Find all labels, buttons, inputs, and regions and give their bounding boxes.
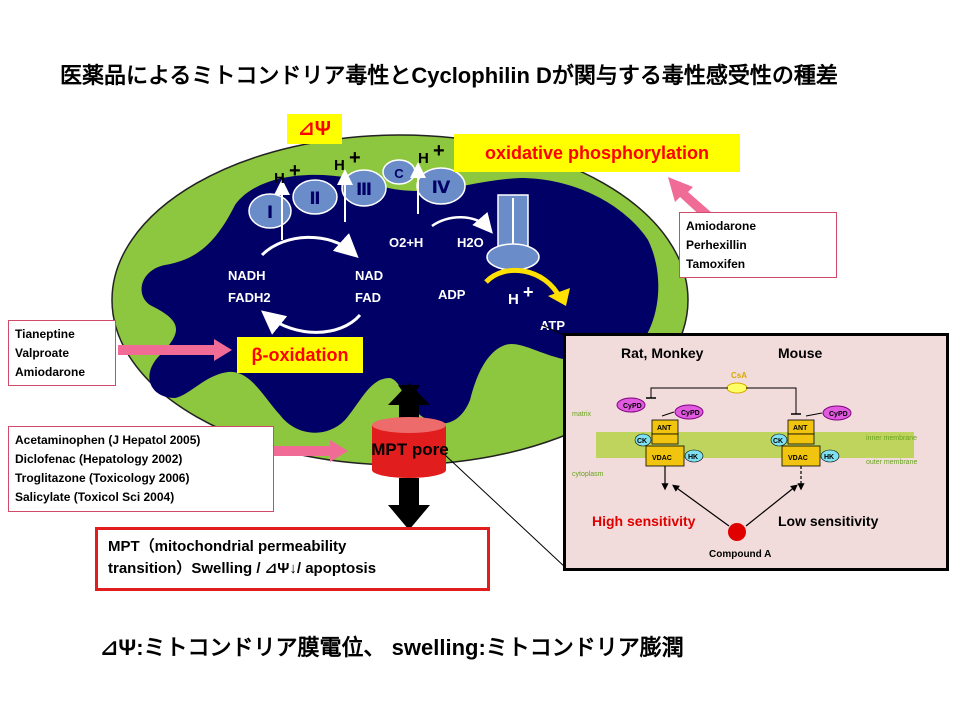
fad-label: FAD <box>355 290 381 305</box>
nadh-arrow-bottom <box>261 310 362 335</box>
ant-label: ANT <box>793 425 808 432</box>
nadh-arrow-top <box>260 233 359 259</box>
cypd-label: CyPD <box>681 410 700 417</box>
ant-right-body <box>787 433 815 445</box>
drug-item: Salicylate (Toxicol Sci 2004) <box>15 490 175 504</box>
mpt-pore-label: MPT pore <box>371 440 449 459</box>
o2-arrow <box>431 212 493 234</box>
drug-item: Diclofenac (Hepatology 2002) <box>15 452 183 466</box>
atp-label: ATP <box>540 318 565 333</box>
inner-membrane-label: inner membrane <box>866 435 917 442</box>
h2o-label: H2O <box>457 235 484 250</box>
drug-item: Amiodarone <box>686 219 757 233</box>
proton-label-3: H <box>418 150 429 167</box>
drug-item: Perhexillin <box>686 238 747 252</box>
ck-label: CK <box>773 438 783 445</box>
proton-plus-3: + <box>433 140 445 162</box>
nadh-label: NADH <box>228 268 266 283</box>
mpt-pore-top <box>372 417 446 433</box>
drug-item: Acetaminophen (J Hepatol 2005) <box>15 433 201 447</box>
outer-membrane-label: outer membrane <box>866 459 917 466</box>
page-title: 医薬品によるミトコンドリア毒性とCyclophilin Dが関与する毒性感受性の… <box>60 63 838 88</box>
hk-label: HK <box>824 454 834 461</box>
ck-label: CK <box>637 438 647 445</box>
nad-label: NAD <box>355 268 383 283</box>
ck-right <box>770 433 788 447</box>
complex-4-label: Ⅳ <box>432 178 451 197</box>
matrix-label: matrix <box>572 411 592 418</box>
species-left: Rat, Monkey <box>621 345 704 361</box>
complex-2 <box>292 179 338 215</box>
drug-item: Tamoxifen <box>686 257 746 271</box>
atp-yellow-arrow <box>484 267 563 300</box>
cypd-label: CyPD <box>829 411 848 418</box>
proton-plus-atp: + <box>523 282 534 302</box>
mpt-outcome-line-1: MPT（mitochondrial permeability <box>108 538 347 555</box>
hk-right <box>820 449 840 463</box>
drug-box-beta-oxidation: Tianeptine Valproate Amiodarone <box>8 320 116 386</box>
csa-oval <box>726 382 748 394</box>
mpt-arrow-down <box>388 478 430 530</box>
complex-1 <box>248 193 292 229</box>
drug-box-mpt: Acetaminophen (J Hepatol 2005) Diclofena… <box>8 426 274 512</box>
adp-label: ADP <box>438 287 466 302</box>
atp-synthase-head <box>486 243 540 271</box>
footer-note: ⊿Ψ:ミトコンドリア膜電位、 swelling:ミトコンドリア膨潤 <box>100 635 684 660</box>
inset-diagram: Rat, Monkey Mouse CsA CyPD CyPD CyPD ANT… <box>572 345 917 560</box>
high-sensitivity-label: High sensitivity <box>592 513 696 529</box>
delta-psi-badge: ⊿Ψ <box>287 114 342 144</box>
cypd-left-2 <box>674 404 704 420</box>
mpt-outcome-line-2: transition）Swelling / ⊿Ψ↓/ apoptosis <box>108 560 377 577</box>
cypd-right <box>822 405 852 421</box>
mpt-outcome-box: MPT（mitochondrial permeability transitio… <box>95 527 490 591</box>
complex-3-label: Ⅲ <box>356 180 372 199</box>
hk-left <box>684 449 704 463</box>
compound-a-label: Compound A <box>709 549 771 560</box>
drug-item: Tianeptine <box>15 327 75 341</box>
oxidative-phosphorylation-label: oxidative phosphorylation <box>454 134 740 172</box>
fadh2-label: FADH2 <box>228 290 271 305</box>
pink-arrow-beta <box>118 339 232 361</box>
csa-label: CsA <box>731 371 747 380</box>
species-difference-inset: Rat, Monkey Mouse CsA CyPD CyPD CyPD ANT… <box>563 333 949 571</box>
cypd-label: CyPD <box>623 403 642 410</box>
drug-box-oxphos: Amiodarone Perhexillin Tamoxifen <box>679 212 837 278</box>
drug-item: Amiodarone <box>15 365 86 379</box>
complex-2-label: Ⅱ <box>309 189 320 208</box>
cytoplasm-label: cytoplasm <box>572 471 604 478</box>
proton-plus-2: + <box>349 147 361 169</box>
complex-3 <box>341 169 387 207</box>
proton-label-1: H <box>274 170 285 187</box>
compound-a-dot <box>728 523 746 541</box>
proton-label-atp: H <box>508 291 519 308</box>
pink-arrow-oxphos <box>668 177 712 219</box>
proton-label-2: H <box>334 157 345 174</box>
beta-oxidation-label: β-oxidation <box>237 337 363 373</box>
ant-label: ANT <box>657 425 672 432</box>
drug-item: Troglitazone (Toxicology 2006) <box>15 471 190 485</box>
species-right: Mouse <box>778 345 823 361</box>
ant-left-body <box>651 433 679 445</box>
proton-plus-1: + <box>289 160 301 182</box>
complex-c-label: C <box>394 166 404 181</box>
cypd-left-1 <box>616 397 646 413</box>
hk-label: HK <box>688 454 698 461</box>
pink-arrow-mpt <box>274 440 348 462</box>
vdac-label: VDAC <box>652 455 672 462</box>
low-sensitivity-label: Low sensitivity <box>778 513 879 529</box>
drug-item: Valproate <box>15 346 70 360</box>
complex-1-label: Ⅰ <box>267 203 273 222</box>
vdac-label: VDAC <box>788 455 808 462</box>
o2-h-label: O2+H <box>389 235 423 250</box>
ck-left <box>634 433 652 447</box>
